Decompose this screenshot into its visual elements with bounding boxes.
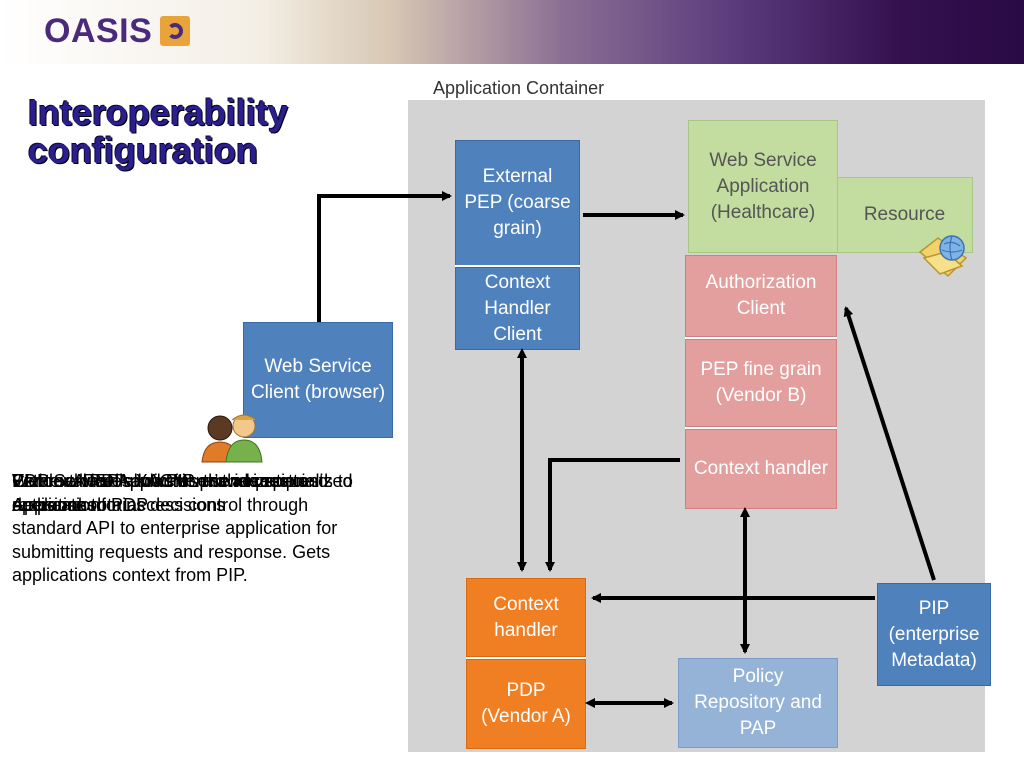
web-service-client-box: Web Service Client (browser) <box>243 322 393 438</box>
pip-label: PIP (enterprise Metadata) <box>888 597 980 671</box>
users-icon <box>201 414 263 463</box>
arrow-context-handler-b-to-a <box>545 458 680 572</box>
pep-fine-grain-box: PEP fine grain (Vendor B) <box>685 339 837 427</box>
web-service-application-label: Web Service Application (Healthcare) <box>709 149 817 223</box>
slide-title: Interoperability configuration <box>28 94 288 170</box>
description-layer-2: Web Service Application sends requests t… <box>12 471 353 515</box>
title-line-2: configuration <box>28 130 258 171</box>
resource-label: Resource <box>863 204 946 225</box>
folder-globe-icon <box>918 235 968 278</box>
context-handler-b-label: Context handler <box>693 458 829 479</box>
header-banner: OASIS <box>0 0 1024 64</box>
external-pep-label: External PEP (coarse grain) <box>464 166 571 239</box>
context-handler-a-label: Context handler <box>493 593 559 641</box>
separator <box>685 337 837 339</box>
description-layer-1: External PEP allows user’s access to App… <box>12 471 309 515</box>
authorization-client-label: Authorization Client <box>705 272 817 319</box>
pdp-vendor-a-label: PDP (Vendor A) <box>481 680 571 727</box>
description-layer-5: Vendor A PDP and PIP provide specialized… <box>12 471 353 585</box>
context-handler-client-label: Context Handler Client <box>484 271 551 345</box>
separator <box>685 427 837 429</box>
logo-text: OASIS <box>44 11 153 50</box>
separator <box>466 657 586 659</box>
title-line-1: Interoperability <box>28 92 289 133</box>
resource-box: Resource <box>836 177 973 253</box>
pep-fine-grain-label: PEP fine grain (Vendor B) <box>700 359 822 406</box>
pdp-vendor-a-box: PDP (Vendor A) <box>466 659 586 749</box>
web-service-application-box: Web Service Application (Healthcare) <box>688 120 838 253</box>
arrow-client-to-pep <box>317 191 452 322</box>
logo-mark-icon <box>160 16 191 46</box>
container-label: Application Container <box>433 78 605 98</box>
authorization-client-box: Authorization Client <box>685 255 837 337</box>
context-handler-client-box: Context Handler Client <box>455 267 580 350</box>
context-handler-a-box: Context handler <box>466 578 586 657</box>
web-service-client-label: Web Service Client (browser) <box>250 356 386 403</box>
context-handler-b-box: Context handler <box>685 429 837 509</box>
description-layer-3: Context handler carries the request and … <box>12 471 329 515</box>
arrow-pip-to-authorization-client <box>843 306 936 581</box>
separator <box>455 265 580 267</box>
pip-box: PIP (enterprise Metadata) <box>877 583 991 686</box>
policy-repository-label: Policy Repository and PAP <box>694 666 822 739</box>
description-layer-4: PDP evaluates XACML authorization decisi… <box>12 471 306 515</box>
policy-repository-box: Policy Repository and PAP <box>678 658 838 748</box>
oasis-logo: OASIS <box>44 11 191 51</box>
